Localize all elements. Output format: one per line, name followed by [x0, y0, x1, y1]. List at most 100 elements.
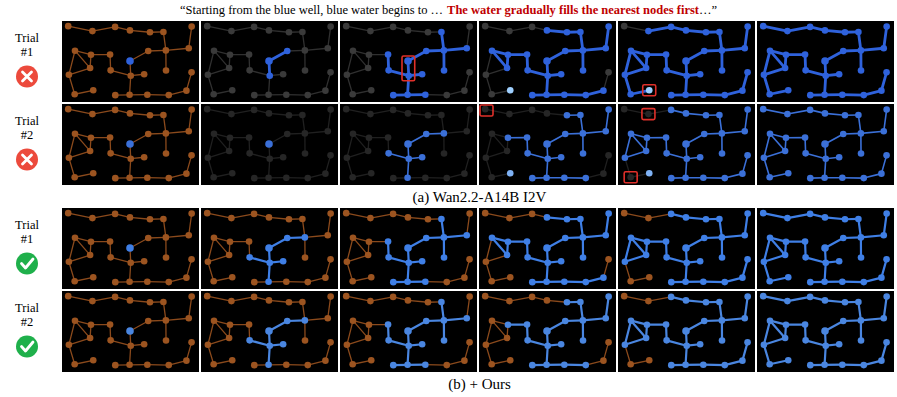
graph-node [89, 298, 96, 305]
graph-node [299, 299, 306, 306]
graph-node [71, 361, 78, 368]
graph-node [112, 92, 119, 99]
graph-node [210, 278, 217, 285]
graph-node [90, 87, 97, 94]
graph-node [112, 24, 119, 31]
graph-node [367, 215, 374, 222]
graph-node [183, 170, 190, 177]
graph-node [721, 92, 728, 99]
graph-node [719, 337, 726, 344]
graph-node [600, 357, 607, 364]
graph-node [127, 110, 134, 117]
graph-node [767, 317, 774, 324]
graph-node [280, 341, 287, 348]
graph-node [246, 321, 253, 328]
graph-node [716, 29, 723, 36]
graph-node [87, 148, 94, 155]
graph-node [668, 24, 675, 31]
graph-node [302, 67, 309, 74]
graph-node [327, 339, 334, 346]
graph-node [564, 216, 571, 223]
graph-node [211, 234, 218, 241]
graph-node [697, 258, 704, 265]
graph-node [646, 170, 653, 177]
graph-node [524, 337, 531, 344]
graph-pipe [353, 134, 368, 151]
graph-node [72, 234, 79, 241]
graph-node [66, 259, 73, 266]
graph-node [227, 134, 234, 141]
graph-node [767, 234, 774, 241]
graph-pipe [92, 110, 115, 114]
graph-node [229, 170, 236, 177]
graph-pipe [347, 134, 353, 158]
graph-node [466, 152, 473, 159]
graph-node [284, 131, 291, 138]
graph-node [112, 107, 119, 114]
graph-node [700, 361, 707, 368]
graph-node [72, 47, 79, 54]
graph-node [880, 232, 887, 239]
graph-pipe [370, 214, 393, 218]
graph-node [605, 152, 612, 159]
graph-node [302, 150, 309, 157]
graph-node [405, 297, 412, 304]
graph-pipe [208, 338, 229, 345]
graph-node [744, 69, 751, 76]
graph-node [544, 27, 551, 34]
graph-pipe [763, 26, 787, 31]
graph-node [883, 339, 890, 346]
graph-node [697, 154, 704, 161]
graph-node [802, 51, 809, 58]
graph-node [741, 315, 748, 322]
trial-label: Trial #2 [10, 301, 44, 330]
graph-node [529, 24, 536, 31]
graph-node [785, 170, 792, 177]
graph-pipe [305, 235, 328, 237]
graph-pipe [347, 238, 353, 262]
graph-node [483, 342, 490, 349]
graph-node [251, 362, 258, 369]
graph-node [422, 361, 429, 368]
graph-node [344, 72, 351, 79]
video-frame [757, 208, 894, 289]
graph-pipe [509, 27, 532, 31]
graph-node [163, 47, 170, 54]
graph-node [210, 174, 217, 181]
graph-node [229, 357, 236, 364]
graph-node [739, 87, 746, 94]
graph-node [443, 279, 450, 286]
graph-pipe [509, 110, 532, 114]
graph-node [304, 92, 311, 99]
graph-node [283, 361, 290, 368]
graph-node [543, 362, 550, 369]
graph-node [89, 28, 96, 35]
frame-background [479, 208, 616, 289]
frame-background [62, 291, 199, 372]
graph-node [302, 254, 309, 261]
graph-node [489, 234, 496, 241]
graph-node [483, 155, 490, 162]
graph-pipe [486, 255, 507, 262]
graph-node [802, 254, 809, 261]
graph-node [621, 210, 628, 217]
graph-node [251, 279, 258, 286]
graph-node [883, 69, 890, 76]
graph-node [807, 211, 814, 218]
graph-node [489, 317, 496, 324]
graph-node [822, 72, 829, 79]
graph-node [265, 57, 273, 65]
graph-node [507, 87, 514, 94]
graph-node [600, 87, 607, 94]
graph-node [423, 318, 430, 325]
graph-node [822, 297, 829, 304]
graph-node [703, 29, 710, 36]
graph-pipe [485, 26, 509, 31]
graph-node [883, 152, 890, 159]
graph-node [580, 317, 587, 324]
graph-pipe [305, 131, 328, 133]
graph-node [668, 92, 675, 99]
graph-node [700, 278, 707, 285]
graph-pipe [68, 26, 92, 31]
graph-node [785, 274, 792, 281]
